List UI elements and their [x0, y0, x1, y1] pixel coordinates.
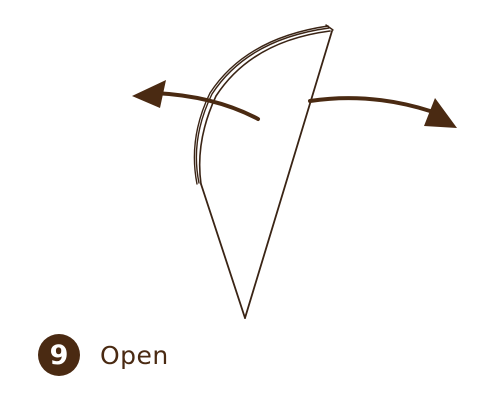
arrow-right-icon [308, 96, 457, 128]
arrow-left-icon [132, 80, 260, 121]
step-number-badge: 9 [38, 334, 80, 376]
step-instruction-label: Open [100, 340, 169, 370]
folded-paper-icon [193, 24, 334, 319]
